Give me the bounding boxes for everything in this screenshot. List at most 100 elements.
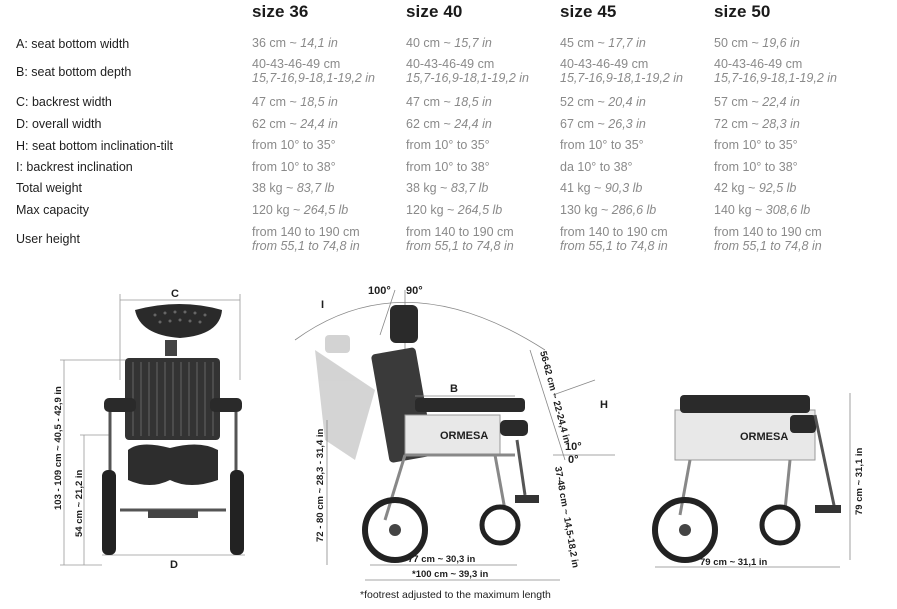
size-header-36: size 36 [252,2,309,21]
folded-footplate [815,505,841,513]
side-frame-body [404,414,501,456]
metric-value: 40-43-46-49 cm [252,57,341,71]
spec-cell: 72 cm ~ 28,3 in [714,117,800,131]
metric-value: 50 cm ~ [714,36,763,50]
folded-brand: ORMESA [740,431,788,443]
imperial-value: from 55,1 to 74,8 in [714,239,822,253]
imperial-value: 15,7-16,9-18,1-19,2 in [714,71,838,85]
imperial-value: 24,4 in [300,117,338,131]
spec-cell: 41 kg ~ 90,3 lb [560,181,642,195]
metric-value: 40-43-46-49 cm [560,57,649,71]
spec-cell: 42 kg ~ 92,5 lb [714,181,796,195]
metric-value: from 10° to 38° [714,160,798,174]
spec-cell: from 10° to 38° [406,160,490,174]
metric-value: 120 kg ~ [406,203,458,217]
imperial-value: 264,5 lb [303,203,349,217]
metric-value: 57 cm ~ [714,95,763,109]
metric-value: 36 cm ~ [252,36,301,50]
front-view-drawing: C A D 103 - 109 cm ~ 40,5 - 42,9 in 54 c… [53,288,245,571]
imperial-value: 19,6 in [762,36,800,50]
metric-value: from 10° to 38° [406,160,490,174]
right-wheel [230,470,244,555]
row-label: D: overall width [16,117,102,131]
side-brand: ORMESA [440,430,488,442]
imperial-value: 264,5 lb [457,203,503,217]
spec-cell: from 10° to 38° [714,160,798,174]
metric-value: 62 cm ~ [252,117,301,131]
metric-value: 62 cm ~ [406,117,455,131]
side-height-range: 72 - 80 cm ~ 28,3 - 31,4 in [315,429,326,542]
backrest-length: 56-62 cm ~ 22-24,4 in [537,350,572,445]
angle-90: 90° [406,285,423,297]
metric-value: from 140 to 190 cm [560,225,668,239]
front-height-seat: 54 cm ~ 21,2 in [74,469,85,537]
label-c: C [171,288,179,300]
metric-value: 140 kg ~ [714,203,766,217]
spec-cell: 50 cm ~ 19,6 in [714,36,800,50]
metric-value: from 10° to 38° [252,160,336,174]
angle-100: 100° [368,285,391,297]
folded-front-wheel [759,504,801,546]
label-d: D [170,559,178,571]
headrest-shape [135,304,222,338]
metric-value: from 10° to 35° [714,138,798,152]
spec-cell: 38 kg ~ 83,7 lb [406,181,488,195]
spec-cell: 62 cm ~ 24,4 in [406,117,492,131]
imperial-value: 15,7-16,9-18,1-19,2 in [406,71,530,85]
imperial-value: from 55,1 to 74,8 in [406,239,514,253]
metric-value: 42 kg ~ [714,181,759,195]
imperial-value: 83,7 lb [296,181,335,195]
metric-value: from 140 to 190 cm [406,225,514,239]
imperial-value: from 55,1 to 74,8 in [560,239,668,253]
side-armrest [500,420,528,436]
row-label: B: seat bottom depth [16,65,132,79]
side-view-drawing: I 100° 90° ORMESA B 56-62 cm ~ 22-24,4 i… [294,285,615,581]
imperial-value: 26,3 in [608,117,646,131]
reclined-ghost [315,335,375,460]
metric-value: 120 kg ~ [252,203,304,217]
row-label: H: seat bottom inclination-tilt [16,139,174,153]
side-legrest [515,439,527,496]
seat-cushion [128,444,218,485]
front-dimension-lines [60,294,245,566]
spec-cell: from 10° to 35° [714,138,798,152]
size-header-45: size 45 [560,2,617,21]
imperial-value: from 55,1 to 74,8 in [252,239,360,253]
imperial-value: 308,6 lb [765,203,811,217]
spec-cell: 62 cm ~ 24,4 in [252,117,338,131]
imperial-value: 18,5 in [454,95,492,109]
size-header-50: size 50 [714,2,771,21]
imperial-value: 83,7 lb [450,181,489,195]
imperial-value: 92,5 lb [758,181,797,195]
spec-cell: 36 cm ~ 14,1 in [252,36,338,50]
imperial-value: 286,6 lb [611,203,657,217]
side-length-77: 77 cm ~ 30,3 in [408,554,476,565]
spec-cell: 140 kg ~ 308,6 lb [714,203,810,217]
headrest-mount [165,340,177,356]
metric-value: from 10° to 35° [560,138,644,152]
imperial-value: 22,4 in [762,95,800,109]
folded-height: 79 cm ~ 31,1 in [854,447,865,515]
label-i: I [321,299,324,311]
spec-cell: from 10° to 35° [406,138,490,152]
spec-cell: from 10° to 38° [252,160,336,174]
angle-10: 10° [565,441,582,453]
metric-value: 72 cm ~ [714,117,763,131]
spec-cell: 47 cm ~ 18,5 in [252,95,338,109]
footnote: *footrest adjusted to the maximum length [360,589,551,601]
side-seat [415,398,525,412]
imperial-value: 24,4 in [454,117,492,131]
spec-cell: 52 cm ~ 20,4 in [560,95,646,109]
spec-cell: 45 cm ~ 17,7 in [560,36,646,50]
metric-value: 38 kg ~ [406,181,451,195]
metric-value: 47 cm ~ [406,95,455,109]
row-label: Total weight [16,181,83,195]
